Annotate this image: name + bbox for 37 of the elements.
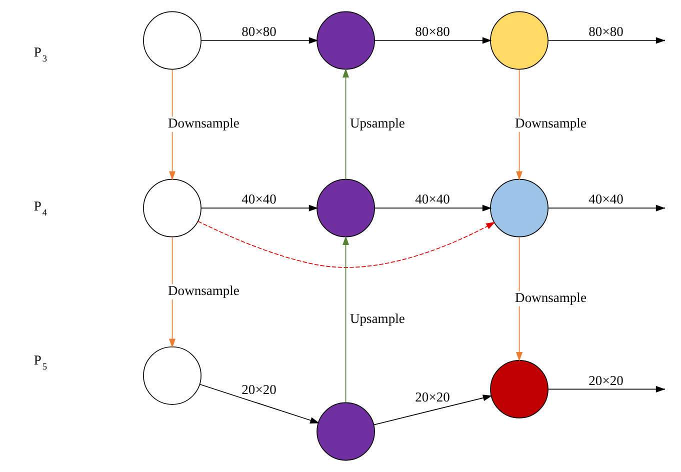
- node-circle: [316, 402, 374, 461]
- node-circle: [142, 346, 201, 405]
- edge-label: Downsample: [168, 283, 239, 298]
- node-circle: [316, 178, 374, 238]
- edge-label: 40×40: [241, 192, 276, 207]
- arrow: [200, 204, 318, 212]
- node-circle: [490, 178, 548, 238]
- edge-label: 80×80: [241, 24, 276, 40]
- arrow: [374, 204, 492, 212]
- edge-label: 20×20: [414, 390, 450, 405]
- edge-label: 20×20: [588, 372, 623, 388]
- node-circle: [142, 178, 201, 238]
- label: P$_{5}$: [33, 352, 47, 372]
- edge-label: 80×80: [414, 24, 450, 40]
- arrow: [547, 386, 665, 392]
- edge-label: Upsample: [350, 311, 404, 326]
- arrow: [197, 220, 495, 268]
- edge-label: 20×20: [241, 382, 276, 398]
- edge-label: Upsample: [350, 115, 404, 130]
- label: P$_{3}$: [33, 44, 47, 64]
- label: P$_{4}$: [33, 198, 47, 218]
- edge-label: Downsample: [514, 290, 586, 305]
- edge-label: 80×80: [588, 24, 623, 40]
- node-circle: [490, 11, 548, 70]
- arrow: [374, 37, 492, 44]
- node-circle: [142, 11, 201, 70]
- arrow: [342, 236, 349, 403]
- edge-label: 40×40: [414, 192, 450, 207]
- edge-label: 40×40: [588, 192, 623, 207]
- node-circle: [316, 11, 374, 70]
- arrow: [200, 37, 318, 44]
- edge-label: Downsample: [514, 115, 586, 130]
- arrow: [199, 384, 319, 424]
- edge-label: Downsample: [168, 115, 239, 130]
- arrow: [342, 68, 349, 180]
- arrow: [372, 394, 492, 426]
- node-circle: [490, 360, 548, 418]
